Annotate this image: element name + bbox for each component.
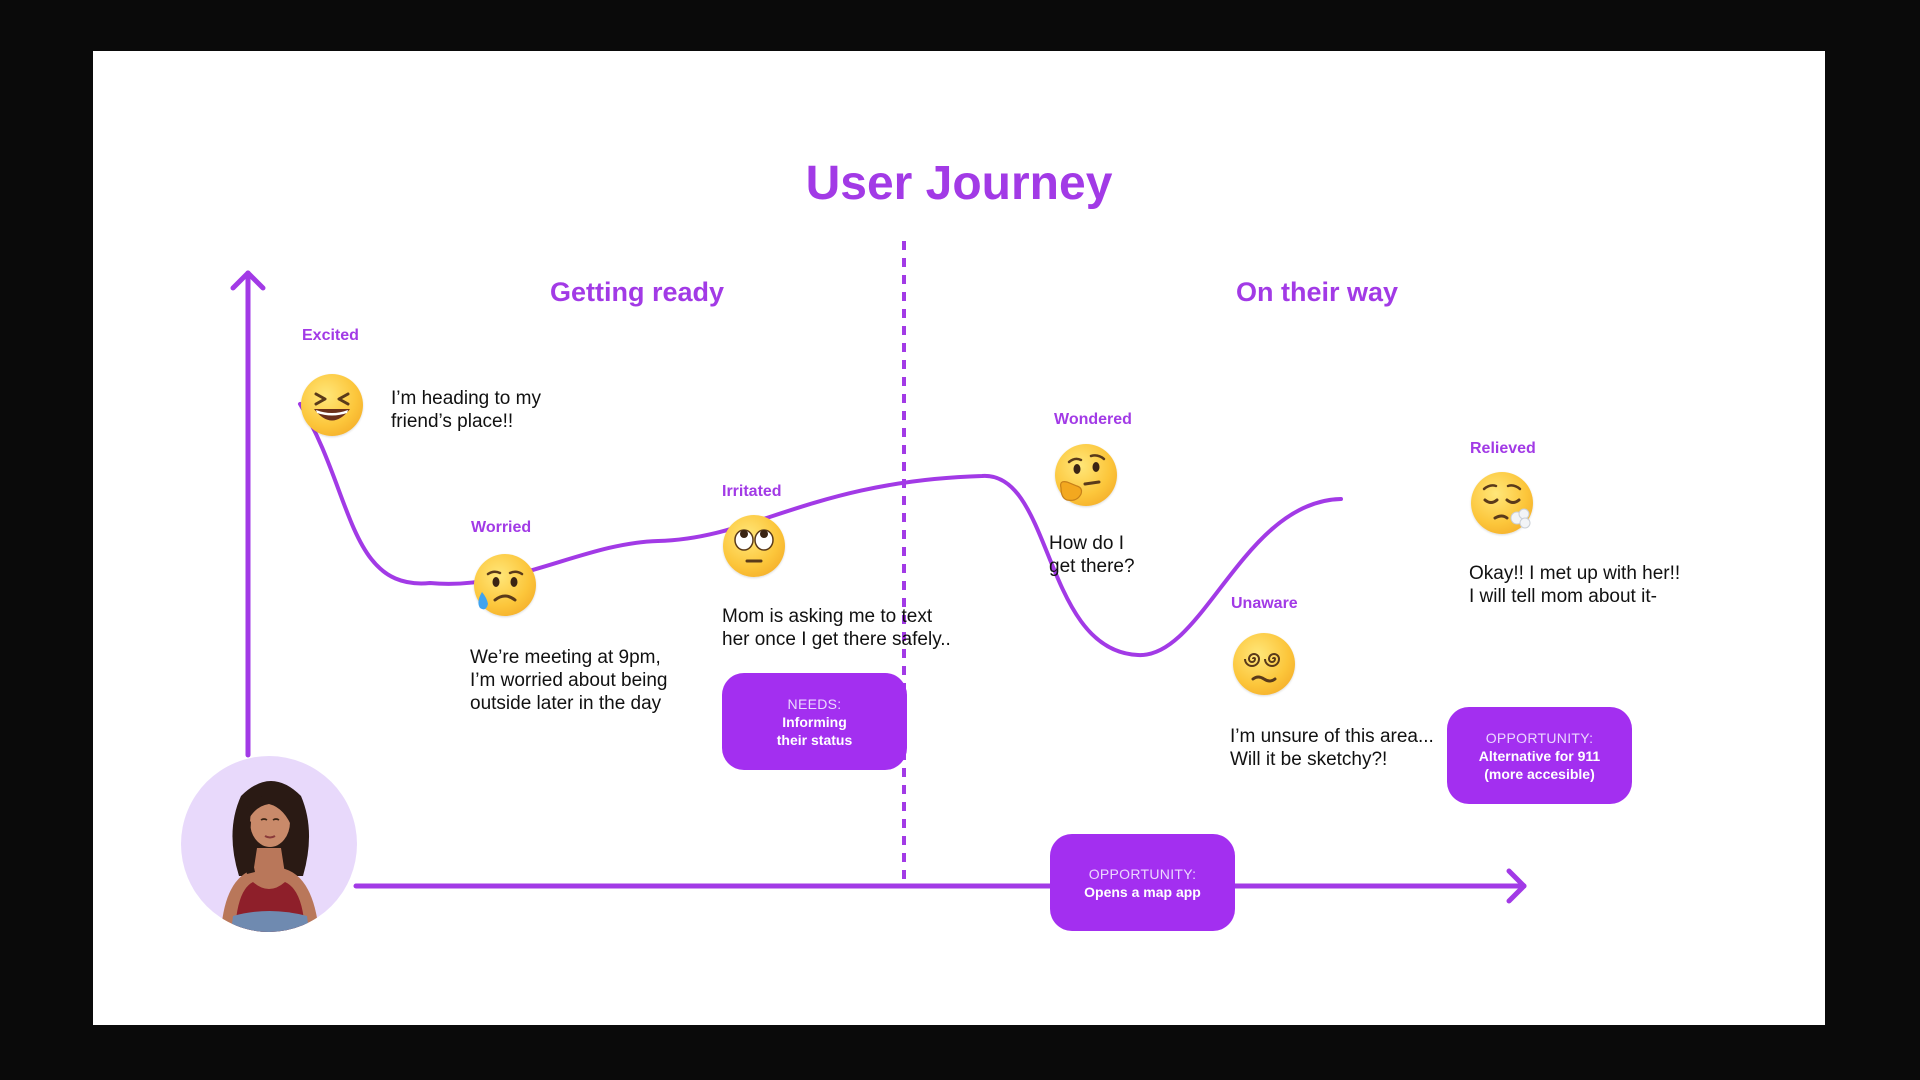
y-axis-arrowhead: [230, 270, 266, 291]
needs-card: NEEDS: Informing their status: [722, 673, 907, 770]
stage-caption-irritated: Mom is asking me to text her once I get …: [722, 606, 951, 650]
card-body: Informing their status: [776, 713, 853, 748]
card-heading: OPPORTUNITY:: [1485, 729, 1594, 746]
grinning-squinting-face-icon: [301, 374, 363, 436]
x-axis-arrowhead: [1506, 868, 1527, 904]
page-title: User Journey: [805, 157, 1113, 210]
emotion-label-irritated: Irritated: [722, 483, 782, 500]
emotion-label-unaware: Unaware: [1231, 595, 1298, 612]
card-heading: NEEDS:: [787, 695, 842, 712]
face-with-spiral-eyes-icon: [1233, 633, 1295, 695]
section-on-their-way: On their way: [1235, 277, 1399, 307]
slide: User Journey Getting ready On their way …: [93, 51, 1825, 1025]
stage-caption-wondered: How do I get there?: [1049, 533, 1135, 577]
card-heading: OPPORTUNITY:: [1088, 865, 1197, 882]
thinking-face-icon: [1055, 444, 1117, 506]
face-exhaling-icon: [1471, 472, 1533, 534]
stage-caption-unaware: I’m unsure of this area... Will it be sk…: [1230, 726, 1434, 770]
emotion-label-excited: Excited: [302, 327, 359, 344]
sad-face-with-sweat-icon: [474, 554, 536, 616]
card-body: Opens a map app: [1084, 883, 1201, 900]
emotion-label-wondered: Wondered: [1054, 411, 1132, 428]
opportunity-card-map: OPPORTUNITY: Opens a map app: [1050, 834, 1235, 931]
opportunity-card-911: OPPORTUNITY: Alternative for 911 (more a…: [1447, 707, 1632, 804]
face-with-rolling-eyes-icon: [723, 515, 785, 577]
stage-caption-worried: We’re meeting at 9pm, I’m worried about …: [470, 647, 668, 714]
emotion-curve: [298, 402, 1343, 658]
stage-caption-excited: I’m heading to my friend’s place!!: [391, 388, 541, 432]
section-getting-ready: Getting ready: [549, 277, 725, 307]
card-body: Alternative for 911 (more accesible): [1478, 747, 1601, 782]
stage-caption-relieved: Okay!! I met up with her!! I will tell m…: [1469, 563, 1681, 607]
emotion-label-relieved: Relieved: [1470, 440, 1536, 457]
journey-graph: [230, 241, 1527, 904]
emotion-label-worried: Worried: [471, 519, 532, 536]
persona-avatar: [181, 756, 357, 932]
